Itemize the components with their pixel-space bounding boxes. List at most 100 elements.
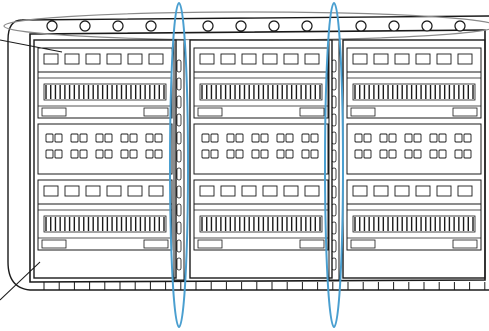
slot-lower-right bbox=[463, 149, 472, 159]
latch-tab bbox=[199, 53, 215, 65]
latch-tab bbox=[220, 185, 236, 197]
rail-slot bbox=[176, 167, 182, 181]
contact-strip bbox=[352, 215, 476, 233]
rail-slot bbox=[176, 257, 182, 271]
guide-block bbox=[41, 239, 67, 249]
rail-slot bbox=[331, 95, 337, 109]
latch-tab bbox=[457, 53, 473, 65]
slot-lower-right bbox=[54, 149, 63, 159]
slot-lower-left bbox=[95, 149, 104, 159]
latch-tab bbox=[127, 53, 143, 65]
slot-lower-left bbox=[379, 149, 388, 159]
cage-body bbox=[33, 39, 177, 279]
highlight-layer bbox=[169, 2, 344, 328]
top-hole bbox=[454, 20, 466, 32]
latch-tab bbox=[373, 185, 389, 197]
slot-upper-left bbox=[301, 133, 310, 143]
slot-upper-right bbox=[79, 133, 88, 143]
contact-strip bbox=[43, 215, 167, 233]
slot-lower-left bbox=[276, 149, 285, 159]
slot-upper-left bbox=[454, 133, 463, 143]
slot-lower-right bbox=[235, 149, 244, 159]
slot-upper-left bbox=[120, 133, 129, 143]
slot-upper-right bbox=[310, 133, 319, 143]
latch-tab bbox=[64, 53, 80, 65]
slot-upper-left bbox=[354, 133, 363, 143]
contact-strip bbox=[199, 215, 323, 233]
port-row-frame bbox=[193, 179, 329, 251]
latch-tab bbox=[283, 185, 299, 197]
rail-slot bbox=[331, 77, 337, 91]
rail-slot bbox=[176, 113, 182, 127]
contact-strip bbox=[199, 83, 323, 101]
slot-lower-right bbox=[129, 149, 138, 159]
contact-strip bbox=[43, 83, 167, 101]
latch-tab bbox=[85, 53, 101, 65]
top-hole bbox=[46, 20, 58, 32]
slot-upper-left bbox=[276, 133, 285, 143]
contact-strip bbox=[352, 83, 476, 101]
rail-slot bbox=[331, 167, 337, 181]
rail-slot bbox=[331, 131, 337, 145]
latch-tab bbox=[352, 53, 368, 65]
guide-block bbox=[452, 239, 478, 249]
top-hole bbox=[112, 20, 124, 32]
slot-upper-right bbox=[260, 133, 269, 143]
latch-tab bbox=[241, 185, 257, 197]
latch-tab bbox=[394, 53, 410, 65]
rail-slot bbox=[331, 221, 337, 235]
slot-upper-left bbox=[45, 133, 54, 143]
slot-lower-right bbox=[438, 149, 447, 159]
guide-block bbox=[452, 107, 478, 117]
latch-tab bbox=[436, 185, 452, 197]
slot-upper-right bbox=[54, 133, 63, 143]
top-hole bbox=[388, 20, 400, 32]
slot-lower-left bbox=[301, 149, 310, 159]
latch-tab bbox=[43, 53, 59, 65]
middle-band bbox=[193, 123, 329, 175]
guide-block bbox=[143, 107, 169, 117]
slot-lower-left bbox=[120, 149, 129, 159]
guide-block bbox=[143, 239, 169, 249]
slot-lower-right bbox=[260, 149, 269, 159]
latch-tab bbox=[220, 53, 236, 65]
slot-upper-right bbox=[210, 133, 219, 143]
slot-upper-left bbox=[429, 133, 438, 143]
rail-slot bbox=[331, 149, 337, 163]
slot-upper-left bbox=[145, 133, 154, 143]
slot-upper-right bbox=[235, 133, 244, 143]
cage-2 bbox=[189, 20, 333, 279]
guide-block bbox=[41, 107, 67, 117]
rail-slot bbox=[176, 149, 182, 163]
latch-tab bbox=[262, 185, 278, 197]
latch-tab bbox=[304, 53, 320, 65]
slot-lower-left bbox=[70, 149, 79, 159]
latch-tab bbox=[85, 185, 101, 197]
cages-layer bbox=[33, 20, 486, 281]
slot-lower-right bbox=[104, 149, 113, 159]
slot-upper-left bbox=[404, 133, 413, 143]
rail-slot bbox=[176, 221, 182, 235]
slot-upper-right bbox=[413, 133, 422, 143]
latch-tab bbox=[283, 53, 299, 65]
slot-upper-left bbox=[95, 133, 104, 143]
latch-tab bbox=[106, 53, 122, 65]
guide-block bbox=[299, 107, 325, 117]
slot-lower-right bbox=[210, 149, 219, 159]
slot-lower-right bbox=[388, 149, 397, 159]
rail-slot bbox=[176, 185, 182, 199]
cage-body bbox=[342, 39, 486, 279]
latch-tab bbox=[415, 185, 431, 197]
slot-lower-left bbox=[45, 149, 54, 159]
rail-slot bbox=[331, 257, 337, 271]
top-hole bbox=[202, 20, 214, 32]
guide-block bbox=[350, 239, 376, 249]
rail-slot bbox=[331, 59, 337, 73]
slot-upper-right bbox=[129, 133, 138, 143]
latch-tab bbox=[262, 53, 278, 65]
rail-slot bbox=[331, 185, 337, 199]
port-row-frame bbox=[193, 47, 329, 119]
highlight-ellipse-1 bbox=[169, 2, 189, 328]
slot-lower-right bbox=[154, 149, 163, 159]
